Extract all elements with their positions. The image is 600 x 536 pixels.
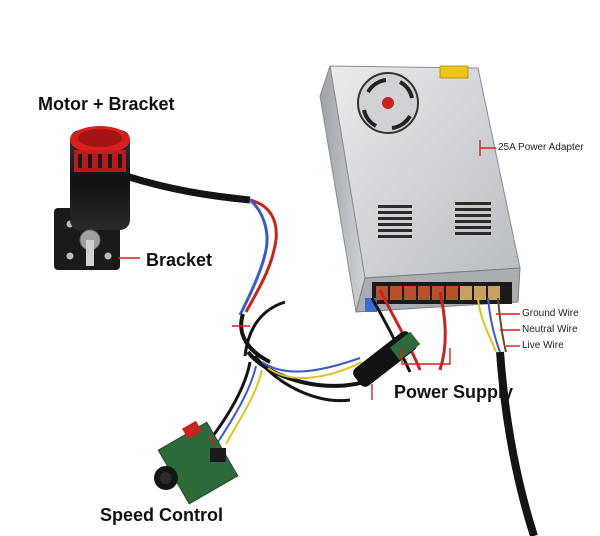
ac-cable	[477, 297, 538, 536]
fan-grille-icon	[357, 72, 419, 134]
motor-cable	[124, 172, 278, 364]
label-live-wire: Live Wire	[522, 340, 564, 351]
warning-sticker	[439, 65, 469, 79]
pointer-lines	[118, 140, 520, 447]
motor	[54, 126, 130, 270]
label-speed-control: Speed Control	[100, 505, 224, 525]
speed-control-board	[154, 420, 239, 505]
label-power-supply: Power Supply	[394, 382, 514, 402]
bundle-wires	[208, 289, 447, 445]
label-ground-wire: Ground Wire	[522, 308, 579, 319]
label-motor-bracket: Motor + Bracket	[38, 94, 175, 114]
vent-slots-right	[455, 202, 491, 235]
inline-controller	[353, 331, 421, 387]
label-neutral-wire: Neutral Wire	[522, 324, 578, 335]
terminal-strip	[365, 282, 512, 312]
label-power-adapter: 25A Power Adapter	[498, 142, 584, 153]
pointer-power-supply	[401, 348, 451, 365]
vent-slots-left	[378, 205, 412, 238]
label-bracket: Bracket	[146, 250, 213, 270]
power-supply-unit	[319, 65, 521, 313]
